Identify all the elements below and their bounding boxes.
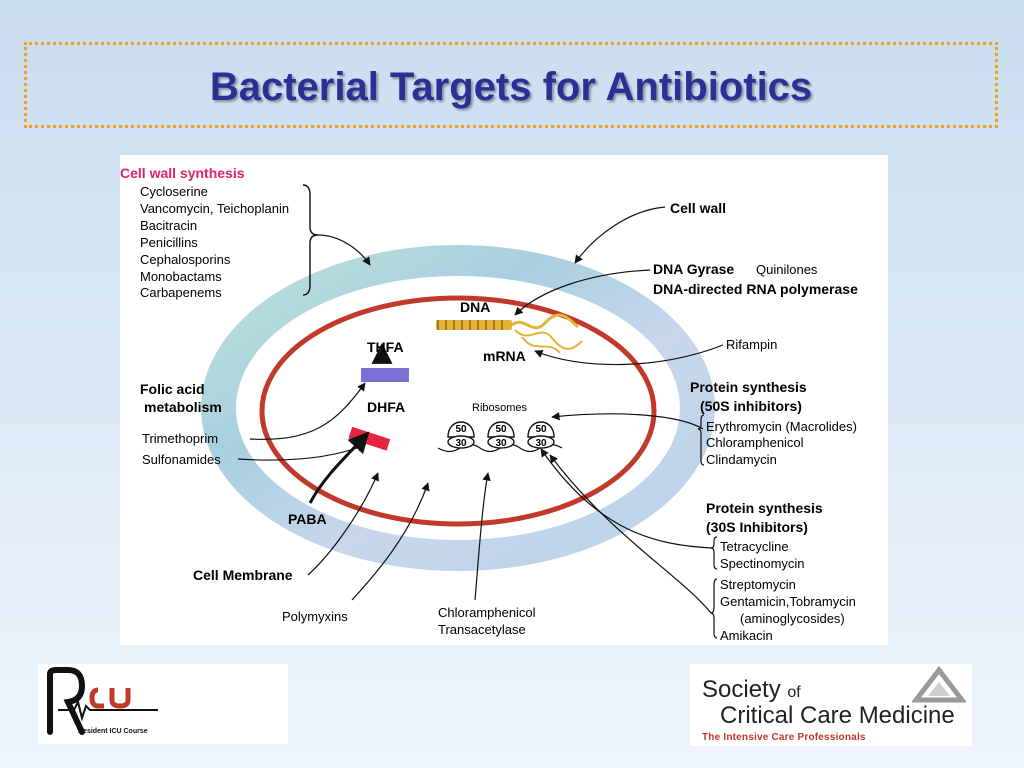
paba-label: PABA bbox=[288, 511, 327, 527]
protein-30s-heading-2: (30S Inhibitors) bbox=[706, 519, 808, 535]
ribosome-1-30s: 30 bbox=[455, 438, 467, 449]
drug-penicillins: Penicillins bbox=[140, 235, 198, 250]
polymyxins-label: Polymyxins bbox=[282, 609, 348, 624]
bracket-30s-b bbox=[710, 578, 718, 639]
diagram-svg: 50 30 50 30 50 30 Cell wall synthesis Cy… bbox=[120, 165, 858, 643]
dna-gyrase-label: DNA Gyrase bbox=[653, 261, 734, 277]
folic-acid-label-line2: metabolism bbox=[144, 399, 222, 415]
ricu-caption: Resident ICU Course bbox=[78, 728, 148, 735]
drug-carbapenems: Carbapenems bbox=[140, 285, 222, 300]
sccm-triangle-icon bbox=[912, 666, 966, 703]
quinilones-label: Quinilones bbox=[756, 262, 818, 277]
transacetylase-label: Transacetylase bbox=[438, 622, 526, 637]
dna-label: DNA bbox=[460, 299, 490, 315]
drug-streptomycin: Streptomycin bbox=[720, 577, 796, 592]
cell-wall-label: Cell wall bbox=[670, 200, 726, 216]
protein-50s-heading-1: Protein synthesis bbox=[690, 379, 807, 395]
ribosome-3-30s: 30 bbox=[535, 438, 547, 449]
sccm-line1: Society of bbox=[702, 676, 801, 704]
drug-cycloserine: Cycloserine bbox=[140, 184, 208, 199]
ricu-logo: Resident ICU Course bbox=[38, 664, 288, 744]
arrow-30s-a bbox=[540, 448, 713, 549]
ribosomes-label: Ribosomes bbox=[472, 402, 528, 414]
arrow-trimethoprim bbox=[249, 382, 366, 440]
arrow-chloramphenicol-transacetylase bbox=[474, 472, 491, 601]
drug-clindamycin: Clindamycin bbox=[706, 452, 777, 467]
aminoglycosides-label: (aminoglycosides) bbox=[740, 611, 845, 626]
ribosome-2-30s: 30 bbox=[495, 438, 507, 449]
rifampin-label: Rifampin bbox=[726, 337, 777, 352]
ribosome-1 bbox=[447, 421, 475, 449]
arrow-rifampin bbox=[534, 344, 724, 366]
sccm-society: Society bbox=[702, 676, 781, 703]
slide-title: Bacterial Targets for Antibiotics bbox=[209, 65, 813, 109]
ricu-logo-mark bbox=[47, 667, 158, 735]
ribosome-1-50s: 50 bbox=[455, 424, 467, 435]
trimethoprim-label: Trimethoprim bbox=[142, 431, 218, 446]
arrow-cell-wall bbox=[574, 206, 666, 264]
arrow-cell-membrane bbox=[307, 472, 379, 576]
sccm-logo: Society of Critical Care Medicine The In… bbox=[690, 664, 972, 746]
drug-amikacin: Amikacin bbox=[720, 628, 773, 643]
sccm-tagline: The Intensive Care Professionals bbox=[702, 732, 866, 743]
folic-acid-label-line1: Folic acid bbox=[140, 381, 205, 397]
arrow-paba-to-dhfa bbox=[308, 431, 370, 504]
cell-membrane-label: Cell Membrane bbox=[193, 567, 293, 583]
bracket-50s bbox=[697, 414, 705, 466]
protein-50s-heading-2: (50S inhibitors) bbox=[700, 398, 802, 414]
drug-cephalosporins: Cephalosporins bbox=[140, 252, 231, 267]
mrna-label: mRNA bbox=[483, 348, 526, 364]
dhfa-label: DHFA bbox=[367, 399, 405, 415]
arrow-30s-b bbox=[549, 454, 712, 614]
chloramphenicol-label: Chloramphenicol bbox=[438, 605, 536, 620]
protein-30s-heading-1: Protein synthesis bbox=[706, 500, 823, 516]
drug-monobactams: Monobactams bbox=[140, 269, 222, 284]
sulfonamides-label: Sulfonamides bbox=[142, 452, 221, 467]
rna-polymerase-label: DNA-directed RNA polymerase bbox=[653, 281, 858, 297]
title-frame: Bacterial Targets for Antibiotics bbox=[24, 42, 998, 128]
ribosome-3-50s: 50 bbox=[535, 424, 547, 435]
drug-bacitracin: Bacitracin bbox=[140, 218, 197, 233]
arrow-polymyxins bbox=[351, 482, 430, 601]
drug-gentamicin-tobramycin: Gentamicin,Tobramycin bbox=[720, 594, 856, 609]
thfa-label: THFA bbox=[367, 339, 404, 355]
sccm-line2: Critical Care Medicine bbox=[720, 702, 955, 729]
arrow-cell-wall-synthesis bbox=[317, 234, 371, 266]
drug-vancomycin: Vancomycin, Teichoplanin bbox=[140, 201, 289, 216]
cell-wall-synthesis-heading: Cell wall synthesis bbox=[120, 165, 245, 181]
arrow-dna-gyrase bbox=[514, 269, 651, 316]
drug-tetracycline: Tetracycline bbox=[720, 539, 789, 554]
arrow-50s bbox=[551, 412, 704, 430]
bacterial-cell-diagram: 50 30 50 30 50 30 Cell wall synthesis Cy… bbox=[120, 155, 888, 645]
bracket-30s-a bbox=[710, 536, 718, 570]
drug-erythromycin: Erythromycin (Macrolides) bbox=[706, 419, 857, 434]
ribosome-2 bbox=[487, 421, 515, 449]
ribosome-3 bbox=[527, 421, 555, 449]
sccm-of: of bbox=[787, 684, 801, 701]
cell-membrane-ring bbox=[259, 295, 657, 527]
thfa-bar bbox=[361, 368, 409, 382]
ribosome-2-50s: 50 bbox=[495, 424, 507, 435]
drug-spectinomycin: Spectinomycin bbox=[720, 556, 805, 571]
drug-chloramphenicol-50s: Chloramphenicol bbox=[706, 435, 804, 450]
dna-strand bbox=[436, 313, 583, 354]
